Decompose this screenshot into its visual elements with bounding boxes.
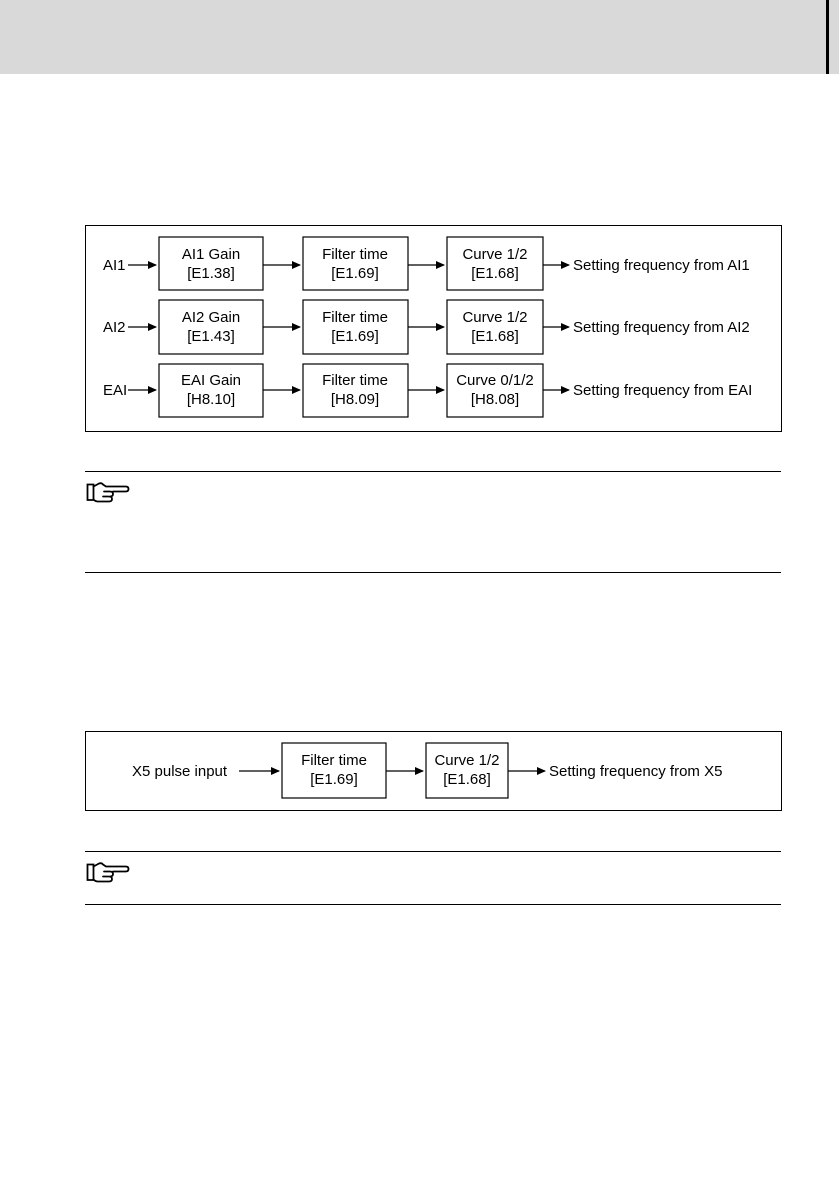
pulse-input-diagram-svg: X5 pulse input Filter time [E1.69] Curve… (132, 742, 722, 799)
curve-block-x5 (425, 742, 509, 799)
gain-block-ai2-title: AI2 Gain (182, 309, 240, 326)
filter-block-ai2-param: [E1.69] (331, 328, 379, 345)
curve-block-ai2 (446, 299, 544, 355)
input-label-eai: EAI (103, 382, 127, 399)
filter-block-x5 (281, 742, 387, 799)
curve-block-ai1 (446, 236, 544, 291)
note-2-bottom-rule (85, 904, 781, 905)
gain-block-ai2-param: [E1.43] (187, 328, 235, 345)
filter-block-eai (302, 363, 409, 418)
output-label-eai: Setting frequency from EAI (573, 382, 752, 399)
filter-block-eai-title: Filter time (322, 372, 388, 389)
gain-block-eai (158, 363, 264, 418)
pointing-hand-icon (86, 862, 130, 883)
pointing-hand-icon (86, 482, 130, 503)
diagram-row-eai: EAI EAI Gain [H8.10] Filter time [H8.09]… (103, 363, 752, 418)
filter-block-ai2-title: Filter time (322, 309, 388, 326)
filter-block-x5-param: [E1.69] (310, 771, 358, 788)
note-1-top-rule (85, 471, 781, 472)
filter-block-x5-title: Filter time (301, 752, 367, 769)
curve-block-eai (446, 363, 544, 418)
gain-block-ai1 (158, 236, 264, 291)
gain-block-ai1-title: AI1 Gain (182, 246, 240, 263)
output-label-ai1: Setting frequency from AI1 (573, 257, 750, 274)
curve-block-x5-title: Curve 1/2 (434, 752, 499, 769)
filter-block-ai1-title: Filter time (322, 246, 388, 263)
input-label-ai2: AI2 (103, 319, 126, 336)
gain-block-ai2 (158, 299, 264, 355)
input-label-x5: X5 pulse input (132, 763, 228, 780)
curve-block-ai2-param: [E1.68] (471, 328, 519, 345)
gain-block-ai1-param: [E1.38] (187, 265, 235, 282)
curve-block-ai1-param: [E1.68] (471, 265, 519, 282)
input-label-ai1: AI1 (103, 257, 126, 274)
output-label-x5: Setting frequency from X5 (549, 763, 722, 780)
diagram-row-ai1: AI1 AI1 Gain [E1.38] Filter time [E1.69]… (103, 236, 750, 291)
curve-block-eai-param: [H8.08] (471, 391, 519, 408)
note-2-top-rule (85, 851, 781, 852)
pulse-input-diagram: X5 pulse input Filter time [E1.69] Curve… (85, 731, 782, 811)
analog-input-diagram: AI1 AI1 Gain [E1.38] Filter time [E1.69]… (85, 225, 782, 432)
page-header-band (0, 0, 839, 74)
curve-block-ai2-title: Curve 1/2 (462, 309, 527, 326)
filter-block-eai-param: [H8.09] (331, 391, 379, 408)
curve-block-x5-param: [E1.68] (443, 771, 491, 788)
analog-input-diagram-svg: AI1 AI1 Gain [E1.38] Filter time [E1.69]… (103, 236, 752, 418)
output-label-ai2: Setting frequency from AI2 (573, 319, 750, 336)
curve-block-eai-title: Curve 0/1/2 (456, 372, 534, 389)
page-edge-mark (826, 0, 829, 74)
gain-block-eai-param: [H8.10] (187, 391, 235, 408)
diagram-row-ai2: AI2 AI2 Gain [E1.43] Filter time [E1.69]… (103, 299, 750, 355)
filter-block-ai1-param: [E1.69] (331, 265, 379, 282)
note-1-bottom-rule (85, 572, 781, 573)
curve-block-ai1-title: Curve 1/2 (462, 246, 527, 263)
filter-block-ai1 (302, 236, 409, 291)
gain-block-eai-title: EAI Gain (181, 372, 241, 389)
